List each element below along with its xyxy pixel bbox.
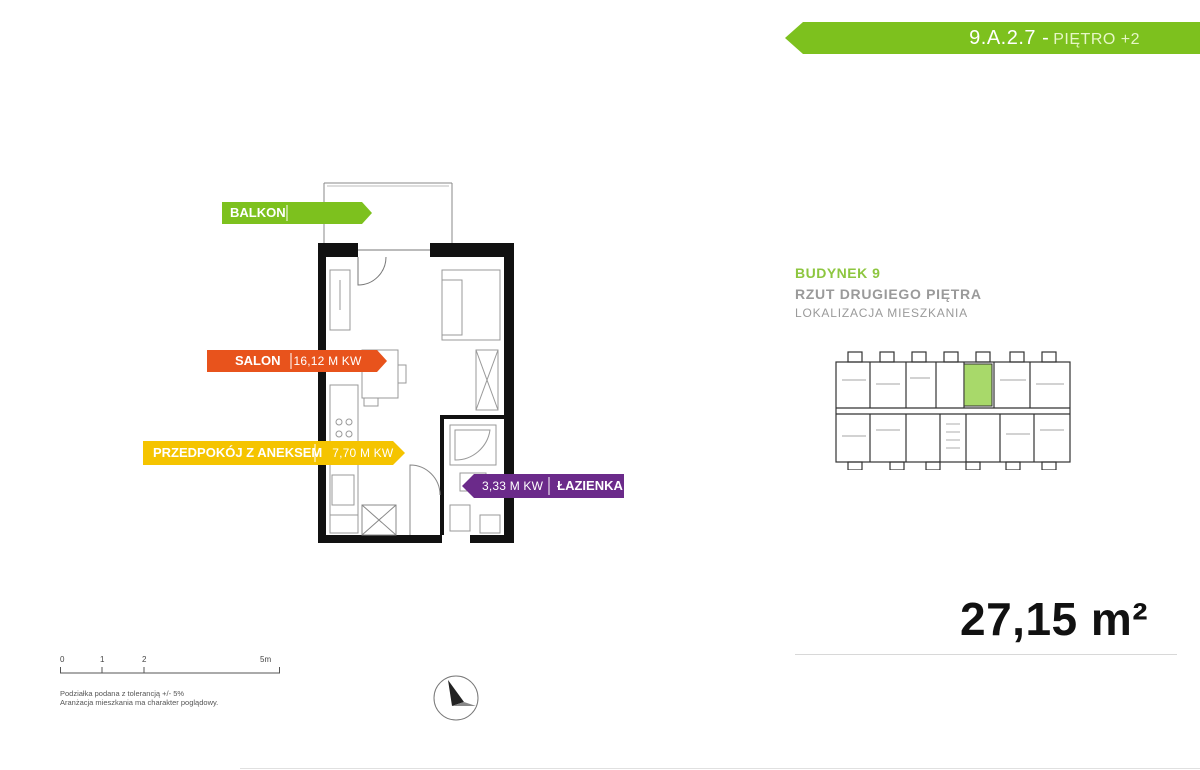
apartment-plan bbox=[318, 182, 514, 543]
scale-tick-0: 0 bbox=[60, 655, 65, 664]
unit-banner-text: 9.A.2.7 -PIĘTRO +2 bbox=[969, 27, 1140, 50]
przedpokoj-tag-shape bbox=[143, 441, 405, 465]
dining-table bbox=[361, 349, 407, 407]
balcony-door bbox=[357, 249, 430, 286]
banner-arrow-shape bbox=[785, 22, 1200, 54]
total-area-value: 27,15 bbox=[960, 593, 1078, 645]
scale-ruler bbox=[60, 667, 280, 674]
area-divider bbox=[795, 654, 1177, 655]
scale-tick-2: 2 bbox=[142, 655, 147, 664]
przedpokoj-label: PRZEDPOKÓJ Z ANEKSEM bbox=[153, 445, 323, 460]
lazienka-tag-shape bbox=[462, 474, 624, 498]
footer-rule bbox=[240, 768, 1200, 769]
compass-icon bbox=[433, 675, 479, 721]
apartment-location-highlight bbox=[963, 363, 993, 407]
lazienka-label: ŁAZIENKA bbox=[557, 478, 623, 493]
salon-label: SALON bbox=[235, 353, 281, 368]
salon-area: 16,12 M KW bbox=[293, 354, 362, 368]
balkon-label: BALKON bbox=[230, 205, 286, 220]
entrance-door bbox=[361, 464, 441, 536]
bathroom-fixtures bbox=[449, 424, 501, 534]
bathroom-walls bbox=[440, 415, 504, 535]
building-title: BUDYNEK 9 bbox=[795, 265, 881, 281]
total-area-unit: m² bbox=[1090, 593, 1149, 645]
apartment-location-label: LOKALIZACJA MIESZKANIA bbox=[795, 306, 968, 320]
salon-tag-shape bbox=[207, 350, 387, 372]
unit-banner: 9.A.2.7 -PIĘTRO +2 bbox=[785, 22, 1200, 54]
scale-tick-1: 1 bbox=[100, 655, 105, 664]
living-furniture bbox=[441, 269, 501, 411]
salon-tag: SALON 16,12 M KW bbox=[207, 350, 368, 372]
przedpokoj-tag: PRZEDPOKÓJ Z ANEKSEM 7,70 M KW bbox=[143, 442, 399, 464]
scale-tick-3: 5m bbox=[260, 655, 272, 664]
tolerance-note: Podziałka podana z tolerancją +/- 5% bbox=[60, 689, 185, 698]
building-subtitle: RZUT DRUGIEGO PIĘTRA bbox=[795, 286, 982, 302]
balkon-tag: BALKON bbox=[222, 202, 294, 224]
outer-walls bbox=[318, 243, 514, 543]
lazienka-area: 3,33 M KW bbox=[482, 479, 544, 493]
total-area: 27,15 m² bbox=[960, 592, 1148, 646]
unit-code: 9.A.2.7 - bbox=[969, 27, 1050, 49]
kitchen-counter bbox=[329, 269, 359, 534]
scale-bar: 0 1 2 5m bbox=[58, 655, 288, 695]
balkon-tag-shape bbox=[222, 202, 372, 224]
building-key-plan bbox=[835, 351, 1071, 470]
lazienka-tag: 3,33 M KW ŁAZIENKA bbox=[462, 475, 629, 497]
przedpokoj-area: 7,70 M KW bbox=[332, 446, 394, 460]
floor-label: PIĘTRO +2 bbox=[1053, 31, 1140, 48]
arrangement-note: Aranżacja mieszkania ma charakter pogląd… bbox=[60, 698, 219, 707]
